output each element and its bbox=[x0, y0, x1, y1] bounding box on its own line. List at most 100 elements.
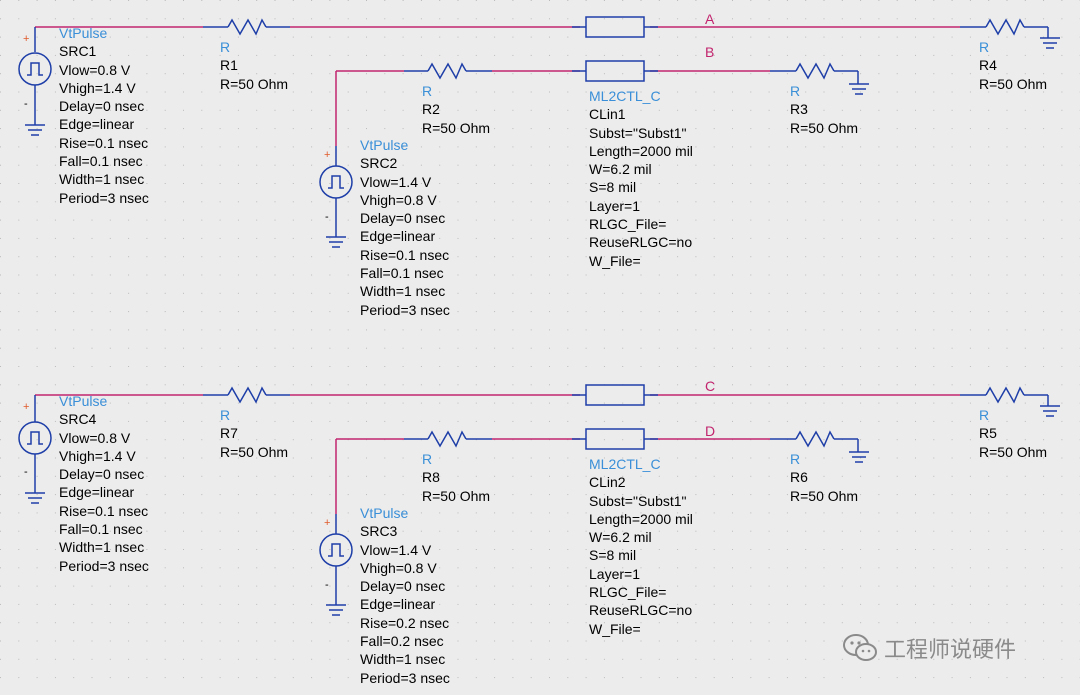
watermark-text: 工程师说硬件 bbox=[884, 638, 1017, 663]
param: Delay=0 nsec bbox=[59, 466, 145, 483]
param: Vhigh=0.8 V bbox=[360, 191, 437, 208]
resistor-value: R=50 Ohm bbox=[220, 443, 289, 460]
param: Width=1 nsec bbox=[59, 171, 145, 188]
param: Edge=linear bbox=[360, 228, 436, 245]
param: Edge=linear bbox=[59, 484, 135, 501]
tline-clin1[interactable] bbox=[572, 16, 658, 82]
param: Subst="Subst1" bbox=[589, 124, 687, 141]
node-label-a: A bbox=[705, 11, 715, 27]
param: Fall=0.1 nsec bbox=[59, 153, 143, 170]
param: Rise=0.1 nsec bbox=[59, 134, 149, 151]
source-src3[interactable] bbox=[319, 514, 353, 616]
param: RLGC_File= bbox=[589, 216, 667, 233]
resistor-value: R=50 Ohm bbox=[979, 443, 1048, 460]
resistor-value: R=50 Ohm bbox=[220, 75, 289, 92]
resistor-r3[interactable] bbox=[770, 62, 859, 84]
param: Vhigh=1.4 V bbox=[59, 447, 136, 464]
resistor-r3-label: R R3 R=50 Ohm bbox=[790, 82, 858, 137]
source-type: VtPulse bbox=[59, 25, 108, 41]
source-name: SRC3 bbox=[360, 523, 398, 540]
tline-type: ML2CTL_C bbox=[589, 88, 661, 104]
source-src4[interactable] bbox=[18, 395, 52, 504]
resistor-type: R bbox=[790, 451, 801, 467]
source-src2-label: VtPulse SRC2 Vlow=1.4 V Vhigh=0.8 V Dela… bbox=[360, 136, 450, 319]
source-name: SRC4 bbox=[59, 411, 97, 428]
resistor-name: R1 bbox=[220, 57, 238, 74]
param: W=6.2 mil bbox=[589, 529, 652, 546]
svg-text:+: + bbox=[324, 517, 330, 529]
resistor-name: R5 bbox=[979, 425, 997, 442]
resistor-name: R3 bbox=[790, 101, 808, 118]
resistor-r2[interactable] bbox=[404, 62, 492, 80]
node-label-c: C bbox=[705, 378, 716, 394]
param: Period=3 nsec bbox=[59, 557, 149, 574]
param: W=6.2 mil bbox=[589, 161, 652, 178]
resistor-type: R bbox=[790, 83, 801, 99]
ground-icon bbox=[1040, 405, 1060, 417]
resistor-r8-label: R R8 R=50 Ohm bbox=[422, 450, 490, 505]
resistor-type: R bbox=[422, 83, 433, 99]
param: Rise=0.1 nsec bbox=[59, 502, 149, 519]
source-src1[interactable] bbox=[18, 27, 52, 136]
svg-text:+: + bbox=[23, 33, 29, 45]
ground-icon bbox=[1040, 37, 1060, 49]
tline-clin2-label: ML2CTL_C CLin2 Subst="Subst1" Length=200… bbox=[589, 455, 693, 638]
source-type: VtPulse bbox=[59, 393, 108, 409]
svg-text:-: - bbox=[24, 98, 28, 110]
resistor-type: R bbox=[220, 39, 231, 55]
tline-clin2[interactable] bbox=[572, 384, 658, 450]
resistor-value: R=50 Ohm bbox=[790, 119, 859, 136]
param: Width=1 nsec bbox=[360, 651, 446, 668]
resistor-r4[interactable] bbox=[960, 18, 1049, 38]
svg-text:+: + bbox=[324, 149, 330, 161]
resistor-r7[interactable] bbox=[203, 386, 290, 404]
polarity-marks: +- +- +- +- bbox=[23, 33, 330, 591]
param: Delay=0 nsec bbox=[360, 210, 446, 227]
source-src2[interactable] bbox=[319, 146, 353, 248]
wires-top bbox=[35, 26, 960, 146]
resistor-r8[interactable] bbox=[404, 430, 492, 448]
param: Vlow=1.4 V bbox=[360, 541, 432, 558]
param: Subst="Subst1" bbox=[589, 492, 687, 509]
param: Width=1 nsec bbox=[59, 539, 145, 556]
resistor-type: R bbox=[220, 407, 231, 423]
param: Length=2000 mil bbox=[589, 142, 693, 159]
resistor-value: R=50 Ohm bbox=[422, 119, 491, 136]
param: S=8 mil bbox=[589, 547, 637, 564]
param: RLGC_File= bbox=[589, 584, 667, 601]
resistor-r1-label: R R1 R=50 Ohm bbox=[220, 38, 288, 93]
source-src3-label: VtPulse SRC3 Vlow=1.4 V Vhigh=0.8 V Dela… bbox=[360, 504, 450, 687]
param: Period=3 nsec bbox=[59, 189, 149, 206]
param: Fall=0.1 nsec bbox=[360, 265, 444, 282]
resistor-name: R6 bbox=[790, 469, 808, 486]
param: Period=3 nsec bbox=[360, 301, 450, 318]
resistor-value: R=50 Ohm bbox=[790, 487, 859, 504]
source-src4-label: VtPulse SRC4 Vlow=0.8 V Vhigh=1.4 V Dela… bbox=[59, 392, 149, 575]
param: Fall=0.1 nsec bbox=[59, 521, 143, 538]
svg-text:-: - bbox=[325, 579, 329, 591]
source-type: VtPulse bbox=[360, 137, 409, 153]
resistor-r1[interactable] bbox=[203, 18, 290, 36]
svg-text:+: + bbox=[23, 401, 29, 413]
tline-name: CLin2 bbox=[589, 474, 626, 491]
resistor-r5[interactable] bbox=[960, 386, 1049, 406]
resistor-r6[interactable] bbox=[770, 430, 859, 452]
param: Vlow=1.4 V bbox=[360, 173, 432, 190]
wires-bottom bbox=[35, 394, 960, 514]
param: Vlow=0.8 V bbox=[59, 61, 131, 78]
resistor-r4-label: R R4 R=50 Ohm bbox=[979, 38, 1047, 93]
param: S=8 mil bbox=[589, 179, 637, 196]
param: Length=2000 mil bbox=[589, 510, 693, 527]
resistor-r7-label: R R7 R=50 Ohm bbox=[220, 406, 288, 461]
param: Vlow=0.8 V bbox=[59, 429, 131, 446]
source-name: SRC2 bbox=[360, 155, 398, 172]
resistor-r2-label: R R2 R=50 Ohm bbox=[422, 82, 490, 137]
param: Rise=0.1 nsec bbox=[360, 246, 450, 263]
tline-type: ML2CTL_C bbox=[589, 456, 661, 472]
resistor-name: R8 bbox=[422, 469, 440, 486]
resistor-value: R=50 Ohm bbox=[422, 487, 491, 504]
param: Rise=0.2 nsec bbox=[360, 614, 450, 631]
node-label-b: B bbox=[705, 44, 715, 60]
